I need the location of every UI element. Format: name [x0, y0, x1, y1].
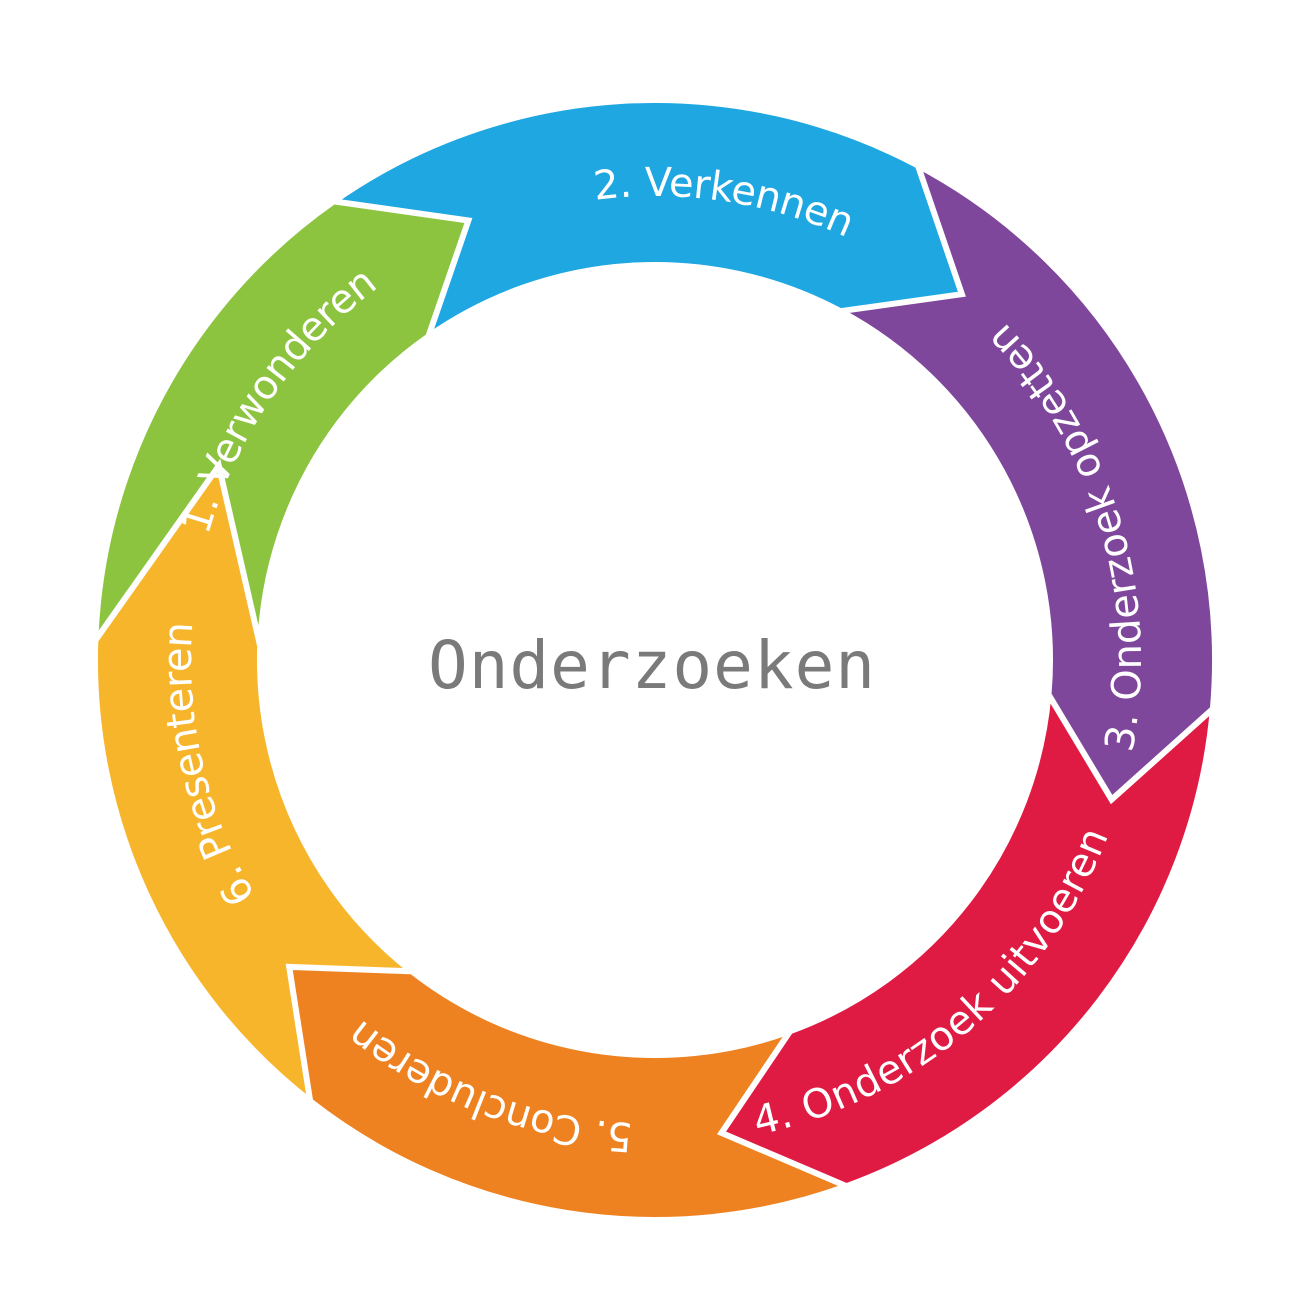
cycle-segment-6	[91, 458, 421, 1109]
center-title: Onderzoeken	[428, 627, 876, 704]
segments	[91, 97, 1218, 1223]
